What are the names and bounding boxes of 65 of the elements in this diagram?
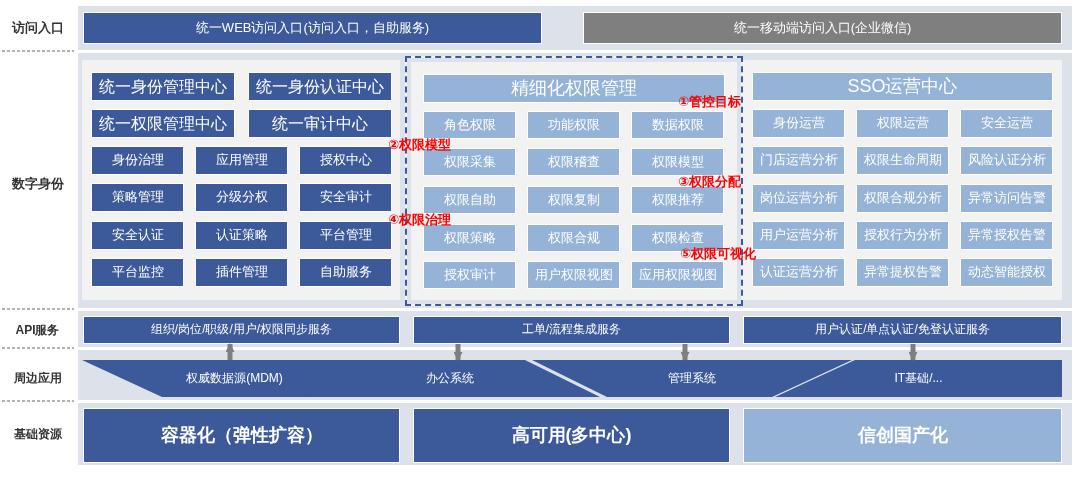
module-box: 授权行为分析 — [856, 221, 949, 250]
module-box: 权限稽查 — [527, 148, 620, 176]
chevron-band: 管理系统 — [532, 360, 852, 397]
module-box: 自助服务 — [299, 258, 392, 287]
title-box: SSO运营中心 — [752, 72, 1053, 101]
module-box: 身份运营 — [752, 109, 845, 138]
center-box: 统一身份管理中心 — [91, 72, 235, 101]
module-box: 动态智能授权 — [960, 258, 1053, 287]
operations-panel — [743, 60, 1062, 300]
module-box: 权限复制 — [527, 186, 620, 214]
module-box: 认证策略 — [195, 221, 288, 250]
module-box: 风险认证分析 — [960, 146, 1053, 175]
module-box: 权限合规 — [527, 224, 620, 252]
module-box: 权限模型 — [631, 148, 724, 176]
module-box: 用户运营分析 — [752, 221, 845, 250]
module-box: 用户权限视图 — [527, 261, 620, 289]
module-box: 授权审计 — [423, 261, 516, 289]
arrow — [680, 344, 690, 361]
service-box: 工单/流程集成服务 — [413, 316, 730, 344]
module-box: 安全认证 — [91, 221, 184, 250]
layer-label: 基础资源 — [12, 426, 63, 443]
resource-box: 高可用(多中心) — [413, 408, 730, 463]
module-box: 异常授权告警 — [960, 221, 1053, 250]
arrow — [908, 344, 918, 361]
module-box: 权限生命周期 — [856, 146, 949, 175]
entry-box: 统一移动端访问入口(企业微信) — [583, 12, 1062, 44]
arrow — [225, 343, 235, 360]
module-box: 插件管理 — [195, 258, 288, 287]
module-box: 异常提权告警 — [856, 258, 949, 287]
layer-label: 周边应用 — [12, 370, 63, 387]
module-box: 数据权限 — [631, 111, 724, 139]
resource-box: 信创国产化 — [743, 408, 1062, 463]
layer-label: 访问入口 — [10, 19, 65, 37]
center-box: 统一权限管理中心 — [91, 109, 235, 138]
module-box: 安全审计 — [299, 183, 392, 212]
module-panel — [82, 60, 400, 300]
arrow — [453, 344, 463, 361]
layer-label: 数字身份 — [10, 175, 65, 193]
module-box: 平台监控 — [91, 258, 184, 287]
module-box: 策略管理 — [91, 183, 184, 212]
annotation-label: ①管控目标 — [678, 94, 741, 109]
module-box: 岗位运营分析 — [752, 184, 845, 213]
module-box: 身份治理 — [91, 146, 184, 175]
chevron-band: 办公系统 — [300, 360, 600, 397]
chevron-band: IT基础/... — [775, 360, 1062, 397]
module-box: 权限运营 — [856, 109, 949, 138]
chevron-band: 权威数据源(MDM) — [82, 360, 387, 397]
service-box: 组织/岗位/职级/用户/权限同步服务 — [83, 316, 400, 344]
resource-box: 容器化（弹性扩容） — [83, 408, 400, 463]
center-box: 统一身份认证中心 — [248, 72, 392, 101]
module-box: 安全运营 — [960, 109, 1053, 138]
module-box: 角色权限 — [423, 111, 516, 139]
layer-label: API服务 — [14, 322, 61, 339]
service-box: 用户认证/单点认证/免登认证服务 — [743, 316, 1062, 344]
entry-box: 统一WEB访问入口(访问入口，自助服务) — [83, 12, 542, 44]
center-box: 统一审计中心 — [248, 109, 392, 138]
module-box: 分级分权 — [195, 183, 288, 212]
module-box: 应用管理 — [195, 146, 288, 175]
module-box: 权限自助 — [423, 186, 516, 214]
annotation-label: ③权限分配 — [678, 174, 741, 189]
module-box: 应用权限视图 — [631, 261, 724, 289]
module-box: 权限合规分析 — [856, 184, 949, 213]
module-box: 功能权限 — [527, 111, 620, 139]
module-box: 异常访问告警 — [960, 184, 1053, 213]
module-box: 门店运营分析 — [752, 146, 845, 175]
